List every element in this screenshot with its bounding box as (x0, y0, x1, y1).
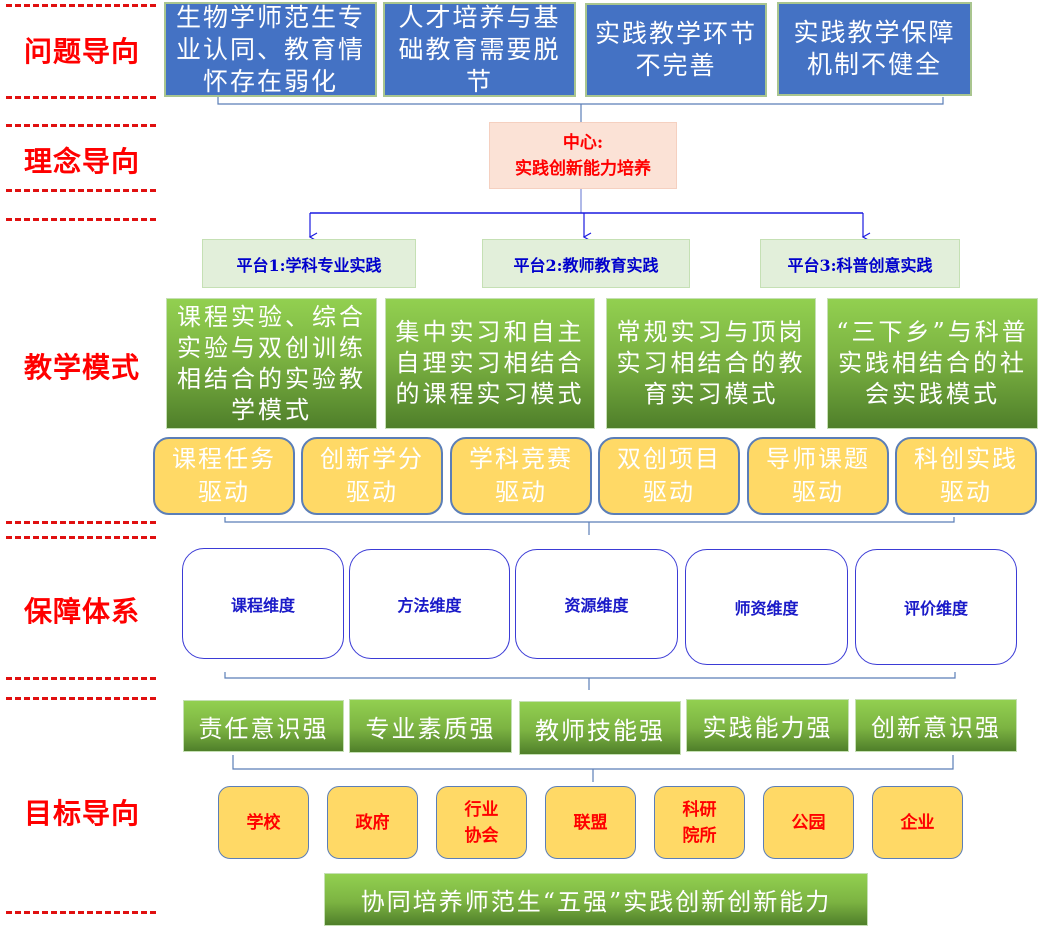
teaching-mode: 集中实习和自主自理实习相结合的课程实习模式 (385, 298, 595, 429)
partner-line1: 公园 (791, 812, 826, 833)
problem-text: 人才培养与基础教育需要脱节 (398, 2, 561, 96)
problem-box: 人才培养与基础教育需要脱节 (383, 2, 576, 97)
driver-box: 科创实践驱动 (895, 437, 1037, 515)
partner-box: 政府 (327, 786, 418, 859)
problem-text: 生物学师范生专业认同、教育情怀存在弱化 (175, 2, 365, 96)
dimension-box: 评价维度 (855, 549, 1017, 665)
partner-box: 行业协会 (436, 786, 527, 859)
dimension-box: 课程维度 (182, 548, 344, 659)
row-label-teaching: 教学模式 (23, 351, 140, 384)
goal-box: 责任意识强 (183, 700, 344, 752)
driver-suffix: 驱动 (198, 478, 250, 506)
partner-line1: 行业 (464, 799, 499, 820)
driver-box: 导师课题驱动 (747, 437, 889, 515)
partner-box: 学校 (218, 786, 309, 859)
goals-bracket (232, 755, 954, 770)
teaching-mode: 常规实习与顶岗实习相结合的教育实习模式 (606, 298, 816, 429)
partner-box: 企业 (872, 786, 963, 859)
goal-box: 专业素质强 (349, 699, 512, 753)
separator (6, 4, 156, 7)
teaching-mode: 课程实验、综合实验与双创训练相结合的实验教学模式 (166, 298, 377, 429)
driver-suffix: 驱动 (495, 478, 547, 506)
platform-2: 平台2:教师教育实践 (482, 239, 690, 288)
problem-text: 实践教学环节不完善 (594, 19, 757, 80)
separator (6, 189, 156, 192)
partner-line1: 政府 (355, 812, 390, 833)
problem-text: 实践教学保障机制不健全 (793, 18, 956, 79)
driver-box: 学科竞赛驱动 (450, 437, 592, 515)
separator (6, 677, 156, 680)
separator (6, 521, 156, 524)
separator (6, 911, 156, 914)
problems-bracket (217, 97, 944, 105)
row-label-problem: 问题导向 (23, 35, 140, 68)
separator (6, 218, 156, 221)
partner-box: 联盟 (545, 786, 636, 859)
driver-name: 课程任务 (172, 445, 276, 473)
goal-box: 创新意识强 (855, 699, 1017, 752)
partner-line1: 学校 (246, 812, 281, 833)
partner-line1: 企业 (900, 812, 935, 833)
teaching-mode: “三下乡”与科普实践相结合的社会实践模式 (827, 298, 1038, 429)
driver-box: 课程任务驱动 (153, 437, 295, 515)
center-subtitle: 实践创新能力培养 (515, 158, 651, 179)
separator (6, 536, 156, 539)
partner-line1: 科研 (682, 799, 717, 820)
driver-suffix: 驱动 (346, 478, 398, 506)
driver-name: 创新学分 (320, 445, 424, 473)
driver-suffix: 驱动 (792, 478, 844, 506)
partner-line2: 院所 (682, 825, 717, 846)
driver-name: 学科竞赛 (469, 445, 573, 473)
problem-box: 实践教学环节不完善 (585, 3, 767, 97)
platform-3: 平台3:科普创意实践 (760, 239, 960, 288)
partner-line2: 协会 (464, 825, 499, 846)
separator (6, 124, 156, 127)
final-goal-box: 协同培养师范生“五强”实践创新创新能力 (324, 873, 868, 926)
drivers-bracket (224, 517, 955, 523)
driver-name: 导师课题 (766, 445, 870, 473)
partner-box: 科研院所 (654, 786, 745, 859)
dimension-box: 师资维度 (685, 549, 848, 665)
driver-box: 双创项目驱动 (598, 437, 740, 515)
driver-suffix: 驱动 (940, 478, 992, 506)
partner-line1: 联盟 (573, 812, 608, 833)
separator (6, 697, 156, 700)
driver-suffix: 驱动 (643, 478, 695, 506)
separator (6, 96, 156, 99)
goal-box: 实践能力强 (686, 699, 849, 752)
dimension-box: 方法维度 (349, 549, 510, 659)
driver-name: 双创项目 (617, 445, 721, 473)
row-label-concept: 理念导向 (23, 145, 140, 178)
row-label-goal: 目标导向 (23, 797, 140, 830)
problem-box: 实践教学保障机制不健全 (777, 2, 972, 96)
dimension-box: 资源维度 (515, 549, 678, 659)
driver-name: 科创实践 (914, 445, 1018, 473)
partner-box: 公园 (763, 786, 854, 859)
row-label-guarantee: 保障体系 (23, 595, 140, 628)
problem-box: 生物学师范生专业认同、教育情怀存在弱化 (164, 2, 377, 97)
center-box: 中心: 实践创新能力培养 (489, 122, 677, 189)
dims-bracket (224, 672, 956, 679)
driver-box: 创新学分驱动 (301, 437, 443, 515)
platform-1: 平台1:学科专业实践 (202, 239, 416, 288)
goal-box: 教师技能强 (519, 701, 681, 755)
center-title: 中心: (562, 132, 604, 153)
